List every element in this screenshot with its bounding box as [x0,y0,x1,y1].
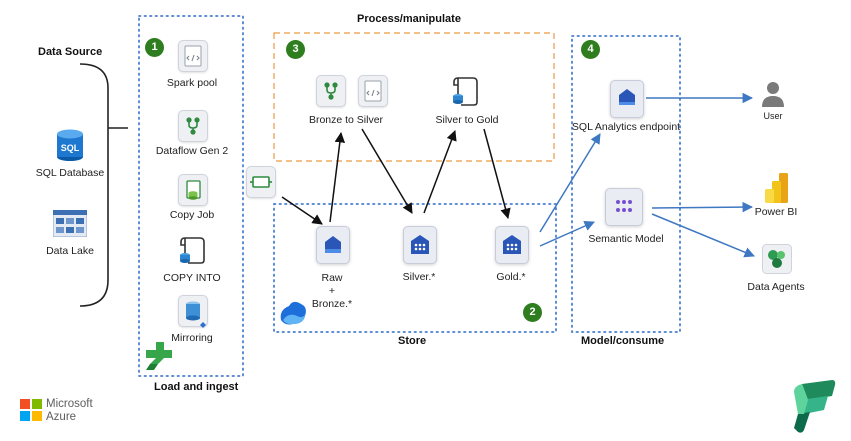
arrow-semantic-to-powerbi [651,201,754,213]
source-heading: Data Source [38,46,103,58]
ingest-badge: 1 [145,38,164,57]
bronze-label: Bronze.* [311,298,353,310]
arrow-semantic-to-data-agents [651,213,755,258]
store-box [273,203,557,333]
fabric-logo-icon [788,378,838,439]
process-badge: 3 [286,40,305,59]
store-badge: 2 [523,303,542,322]
dataflow-gen2-label: Dataflow Gen 2 [155,145,229,157]
onelake-icon [277,298,309,333]
brand-line1: Microsoft [46,398,93,410]
arrow-gold-to-semantic-model [539,221,595,247]
model-heading: Model/consume [581,335,665,347]
microsoft-logo-icon [20,399,42,426]
spark-pool-label: Spark pool [166,77,218,89]
sql-database-label: SQL Database [35,167,105,179]
script-icon [449,74,481,113]
code-icon [178,40,208,72]
mirroring-label: Mirroring [171,332,213,344]
bronze-to-silver-label: Bronze to Silver [308,114,384,126]
warehouse-icon [495,226,529,264]
copy-into-label: COPY INTO [163,272,221,284]
copy-into-icon [176,234,208,271]
notebook-icon [316,75,346,107]
code-icon [358,75,388,107]
data-lake-label: Data Lake [46,245,94,257]
data-agents-label: Data Agents [747,281,805,293]
silver-to-gold-label: Silver to Gold [435,114,499,126]
power-bi-label: Power BI [754,206,798,218]
process-box [273,32,555,162]
arrow-gold-to-sql-endpoint [539,133,601,233]
model-badge: 4 [581,40,600,59]
ingest-box [138,15,244,377]
warehouse-icon [403,226,437,264]
process-heading: Process/manipulate [357,13,461,25]
arrow-bronze-silver-to-silver [361,128,413,214]
user-label: User [763,111,783,121]
data-agents-icon [762,244,792,279]
mirroring-icon [178,295,208,328]
semantic-model-icon [605,188,643,226]
svg-text:SQL: SQL [61,143,80,153]
semantic-model-label: Semantic Model [588,233,664,245]
power-bi-icon [763,172,791,209]
sql-database-icon: SQL [56,128,84,167]
user-icon [759,80,787,113]
model-box [571,35,681,333]
brand-line2: Azure [46,411,77,423]
copy-job-label: Copy Job [169,209,215,221]
ingest-heading: Load and ingest [154,381,239,393]
sql-endpoint-icon [610,80,644,118]
copy-job-icon [178,174,208,206]
arrow-silver-to-silver-gold [423,130,457,214]
arrow-raw-to-bronze-silver [329,131,346,223]
gold-label: Gold.* [496,271,526,283]
sql-endpoint-label: SQL Analytics endpoint [571,121,681,133]
arrow-silver-gold-to-gold [483,128,511,220]
source-bracket [79,63,109,307]
dataflow-icon [178,110,208,142]
store-heading: Store [398,335,427,347]
data-lake-icon [52,209,88,242]
silver-label: Silver.* [402,271,436,283]
raw-label: Raw [321,272,343,284]
plus-label: + [328,285,336,297]
arrow-ingest-to-raw [281,196,323,225]
lakehouse-icon [316,226,350,264]
pipeline-icon [246,166,276,198]
data-factory-icon [144,340,174,377]
